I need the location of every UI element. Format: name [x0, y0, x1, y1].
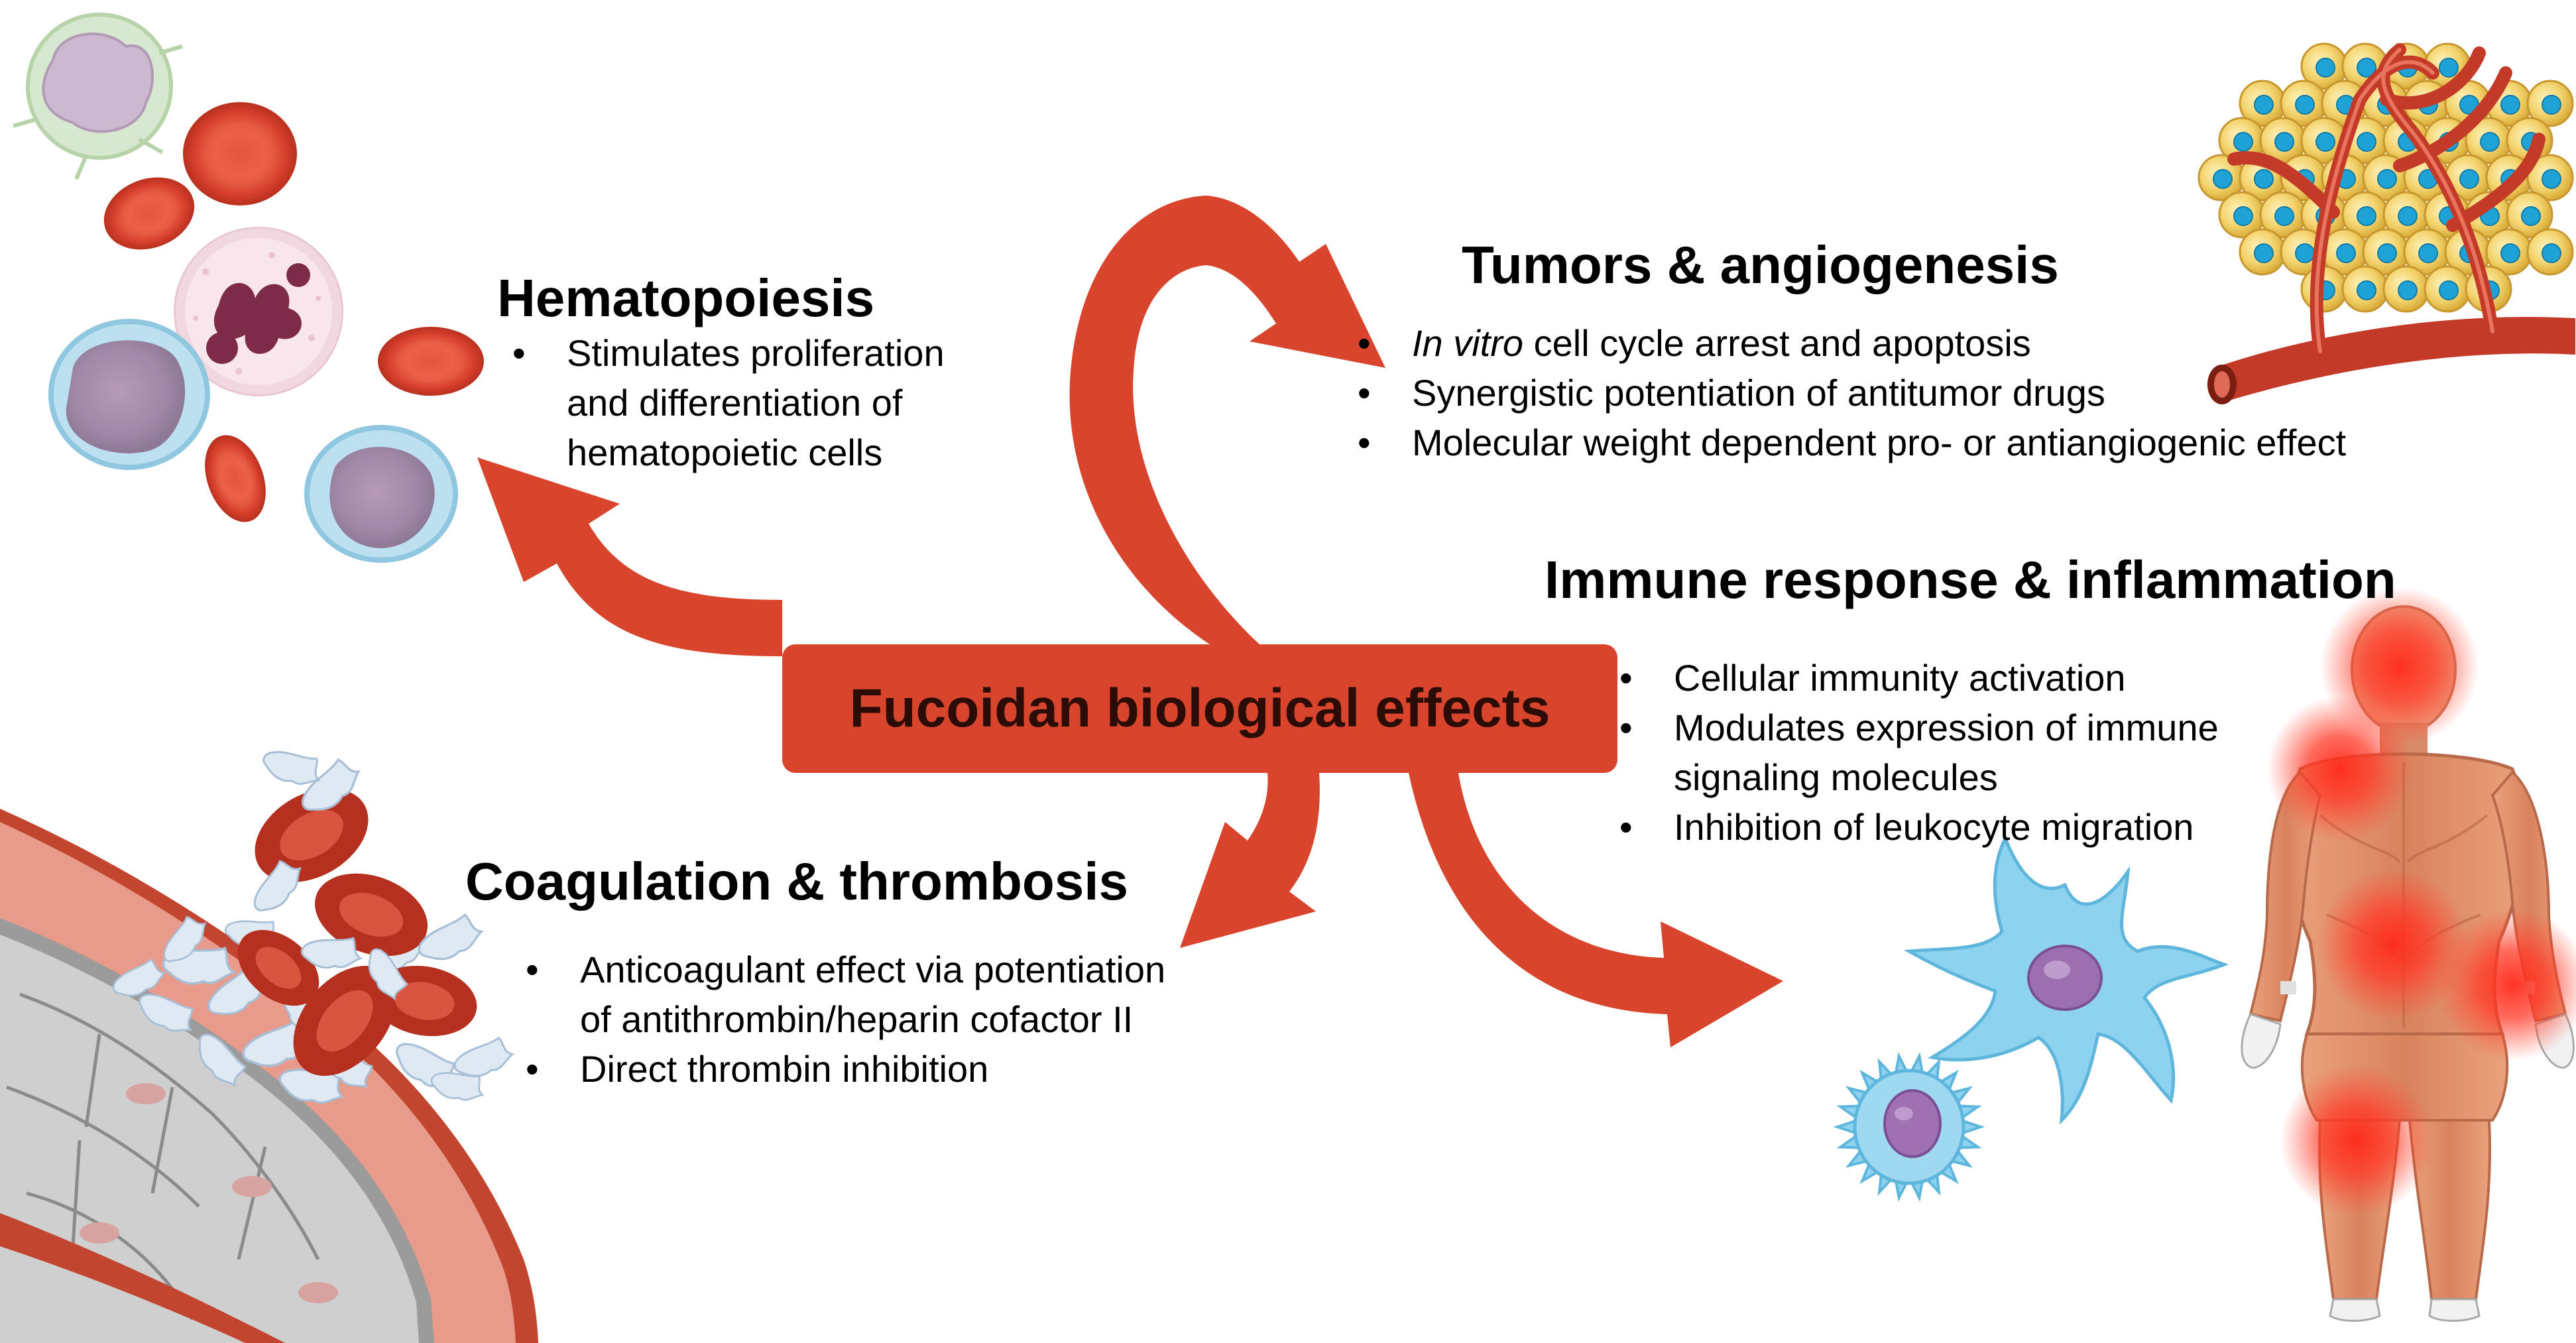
platelet [300, 937, 363, 969]
tumor-cell [2259, 191, 2307, 239]
tumor-cell [2362, 228, 2410, 276]
platelet [263, 751, 321, 785]
arrow-to-hematopoiesis [477, 457, 782, 656]
blood-cells-icon [13, 13, 484, 563]
blood-vessel-icon [0, 751, 538, 1343]
platelet [163, 915, 207, 963]
immune-cells-icon [1833, 834, 2229, 1202]
tumor-cell [2382, 265, 2430, 313]
tumor-cell [2259, 117, 2307, 164]
list-item: Modulates expression of immune [1608, 703, 2219, 752]
list-item: Anticoagulant effect via potentiation [514, 945, 1165, 994]
tumor-cell [2444, 154, 2492, 202]
list-item: Inhibition of leukocyte migration [1608, 802, 2219, 852]
platelet [430, 1072, 485, 1101]
list-item: Synergistic potentiation of antitumor dr… [1346, 368, 2346, 418]
arrow-to-tumors [1069, 196, 1385, 644]
platelet [198, 1033, 247, 1087]
hematopoiesis-title: Hematopoiesis [497, 268, 875, 327]
platelet [453, 1036, 515, 1077]
immune-title: Immune response & inflammation [1545, 550, 2396, 609]
tumor-cell [2300, 117, 2348, 164]
tumors-title: Tumors & angiogenesis [1462, 235, 2059, 294]
list-item: Molecular weight dependent pro- or antia… [1346, 418, 2346, 467]
tumor-cell [2341, 265, 2389, 313]
tumor-cell [2321, 228, 2369, 276]
platelet [302, 758, 361, 811]
tumor-cell [2239, 228, 2286, 276]
tumor-cell [2300, 42, 2348, 90]
coagulation-list: Anticoagulant effect via potentiation of… [514, 945, 1165, 1094]
coagulation-title: Coagulation & thrombosis [465, 852, 1128, 911]
tumor-cell [2341, 191, 2389, 239]
tumor-cell [2424, 265, 2471, 313]
list-item-continued: signaling molecules [1674, 756, 1998, 798]
in-vitro-emphasis: In vitro [1412, 322, 1524, 364]
platelet [139, 993, 194, 1032]
tumor-icon [2197, 42, 2575, 404]
tumor-cells [2197, 42, 2574, 313]
list-item-continued: and differentiation of [567, 382, 903, 424]
tumors-list: In vitro cell cycle arrest and apoptosis… [1346, 318, 2346, 467]
platelet [418, 913, 484, 961]
tumor-cell [2506, 191, 2553, 239]
tumor-cell [2280, 80, 2327, 127]
list-item: Cellular immunity activation [1608, 653, 2219, 703]
tumor-cell [2465, 117, 2512, 164]
list-item: Stimulates proliferation [500, 328, 945, 378]
arrow-to-immune [1409, 773, 1783, 1047]
immune-list: Cellular immunity activation Modulates e… [1608, 653, 2219, 852]
platelet [253, 860, 302, 911]
tumor-cell [2403, 228, 2451, 276]
arrows [477, 196, 1783, 1047]
list-item-text: cell cycle arrest and apoptosis [1523, 322, 2031, 364]
hematopoiesis-list: Stimulates proliferation and differentia… [500, 328, 945, 477]
platelet-clot [253, 751, 515, 1101]
human-body-icon [2241, 587, 2576, 1322]
tumor-cell [2526, 80, 2574, 127]
central-node-label: Fucoidan biological effects [849, 678, 1551, 738]
central-node: Fucoidan biological effects [782, 644, 1617, 773]
platelet [368, 948, 408, 1001]
list-item: Direct thrombin inhibition [514, 1044, 1165, 1094]
tumor-cell [2526, 154, 2574, 202]
tumor-cell [2382, 191, 2430, 239]
list-item-continued: of antithrombin/heparin cofactor II [580, 998, 1134, 1040]
list-item-continued: hematopoietic cells [567, 432, 883, 473]
platelet [112, 958, 166, 997]
tumor-cell [2526, 228, 2574, 276]
arrow-to-coagulation [1180, 773, 1320, 948]
list-item: In vitro cell cycle arrest and apoptosis [1346, 318, 2346, 368]
tumor-cell [2239, 80, 2286, 127]
